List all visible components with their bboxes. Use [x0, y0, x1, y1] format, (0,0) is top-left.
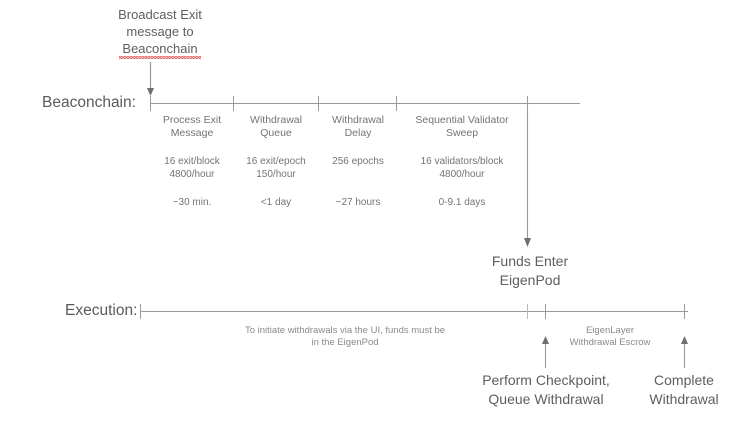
- row-label-execution: Execution:: [65, 302, 138, 319]
- phase-3-name-line-2: Sweep: [445, 127, 479, 139]
- phase-1-rate-line-2: 150/hour: [256, 169, 296, 180]
- phase-0-name-line-1: Process Exit: [162, 114, 222, 126]
- execution-tick-checkpoint: [545, 304, 546, 319]
- beaconchain-phase-process-exit-message: Process Exit Message: [152, 114, 232, 140]
- escrow-line-1: EigenLayer: [585, 325, 635, 336]
- phase-0-rate: 16 exit/block 4800/hour: [152, 155, 232, 181]
- phase-3-rate-line-2: 4800/hour: [439, 169, 485, 180]
- phase-0-rate-line-1: 16 exit/block: [164, 156, 220, 167]
- phase-1-name-line-2: Queue: [260, 127, 292, 139]
- phase-3-duration: 0-9.1 days: [438, 197, 486, 208]
- execution-note-line-2: in the EigenPod: [311, 337, 379, 348]
- spellcheck-squiggle-icon: [119, 56, 201, 59]
- funds-enter-eigenpod-label: Funds Enter EigenPod: [460, 252, 600, 290]
- beaconchain-phase-withdrawal-delay: Withdrawal Delay: [320, 114, 396, 140]
- milestone-complete-withdrawal: Complete Withdrawal: [630, 371, 738, 409]
- execution-tick-funds-enter: [527, 304, 528, 319]
- phase-3-rate: 16 validators/block 4800/hour: [398, 155, 526, 181]
- broadcast-exit-line-2: message to: [126, 24, 194, 39]
- phase-2-name-line-1: Withdrawal: [332, 114, 384, 126]
- funds-enter-line-2: EigenPod: [499, 272, 561, 288]
- execution-ui-note: To initiate withdrawals via the UI, fund…: [180, 325, 510, 349]
- beaconchain-tick-4: [527, 96, 528, 111]
- execution-note-line-1: To initiate withdrawals via the UI, fund…: [244, 325, 446, 336]
- funds-enter-eigenpod-arrow-icon: [524, 108, 531, 247]
- milestone-0-line-1: Perform Checkpoint,: [482, 372, 610, 388]
- phase-3-name-line-1: Sequential Validator: [415, 114, 509, 126]
- phase-1-rate: 16 exit/epoch 150/hour: [235, 155, 317, 181]
- beaconchain-axis: [150, 103, 580, 104]
- beaconchain-phase-sequential-validator-sweep: Sequential Validator Sweep: [398, 114, 526, 140]
- phase-3-rate-line-1: 16 validators/block: [420, 156, 504, 167]
- execution-tick-start: [140, 304, 141, 319]
- beaconchain-tick-3: [396, 96, 397, 111]
- phase-2-duration: ~27 hours: [335, 197, 381, 208]
- phase-0-name-line-2: Message: [170, 127, 214, 139]
- funds-enter-line-1: Funds Enter: [491, 253, 569, 269]
- broadcast-exit-line-3: Beaconchain: [122, 41, 198, 56]
- broadcast-exit-line-1: Broadcast Exit: [118, 7, 202, 22]
- phase-1-rate-line-1: 16 exit/epoch: [246, 156, 306, 167]
- milestone-0-line-2: Queue Withdrawal: [488, 391, 604, 407]
- beaconchain-tick-2: [318, 96, 319, 111]
- broadcast-to-beaconchain-arrow-icon: [147, 62, 154, 96]
- beaconchain-tick-0: [150, 96, 151, 111]
- eigenlayer-withdrawal-escrow-label: EigenLayer Withdrawal Escrow: [550, 325, 670, 349]
- phase-2-rate-line-1: 256 epochs: [332, 156, 384, 167]
- execution-tick-complete: [684, 304, 685, 319]
- phase-1-name-line-1: Withdrawal: [250, 114, 302, 126]
- phase-0-rate-line-2: 4800/hour: [169, 169, 215, 180]
- phase-0-duration: ~30 min.: [172, 197, 212, 208]
- escrow-line-2: Withdrawal Escrow: [569, 337, 651, 348]
- milestone-perform-checkpoint: Perform Checkpoint, Queue Withdrawal: [473, 371, 619, 409]
- row-label-beaconchain: Beaconchain:: [42, 94, 136, 111]
- milestone-1-line-1: Complete: [654, 372, 714, 388]
- phase-2-rate: 256 epochs: [320, 155, 396, 168]
- broadcast-exit-callout: Broadcast Exit message to Beaconchain: [100, 6, 220, 57]
- execution-axis: [140, 311, 688, 312]
- beaconchain-phase-withdrawal-queue: Withdrawal Queue: [235, 114, 317, 140]
- milestone-1-line-2: Withdrawal: [649, 391, 719, 407]
- beaconchain-tick-1: [233, 96, 234, 111]
- complete-withdrawal-arrow-icon: [681, 336, 688, 368]
- phase-1-duration: <1 day: [260, 197, 292, 208]
- phase-2-name-line-2: Delay: [344, 127, 372, 139]
- perform-checkpoint-arrow-icon: [542, 336, 549, 368]
